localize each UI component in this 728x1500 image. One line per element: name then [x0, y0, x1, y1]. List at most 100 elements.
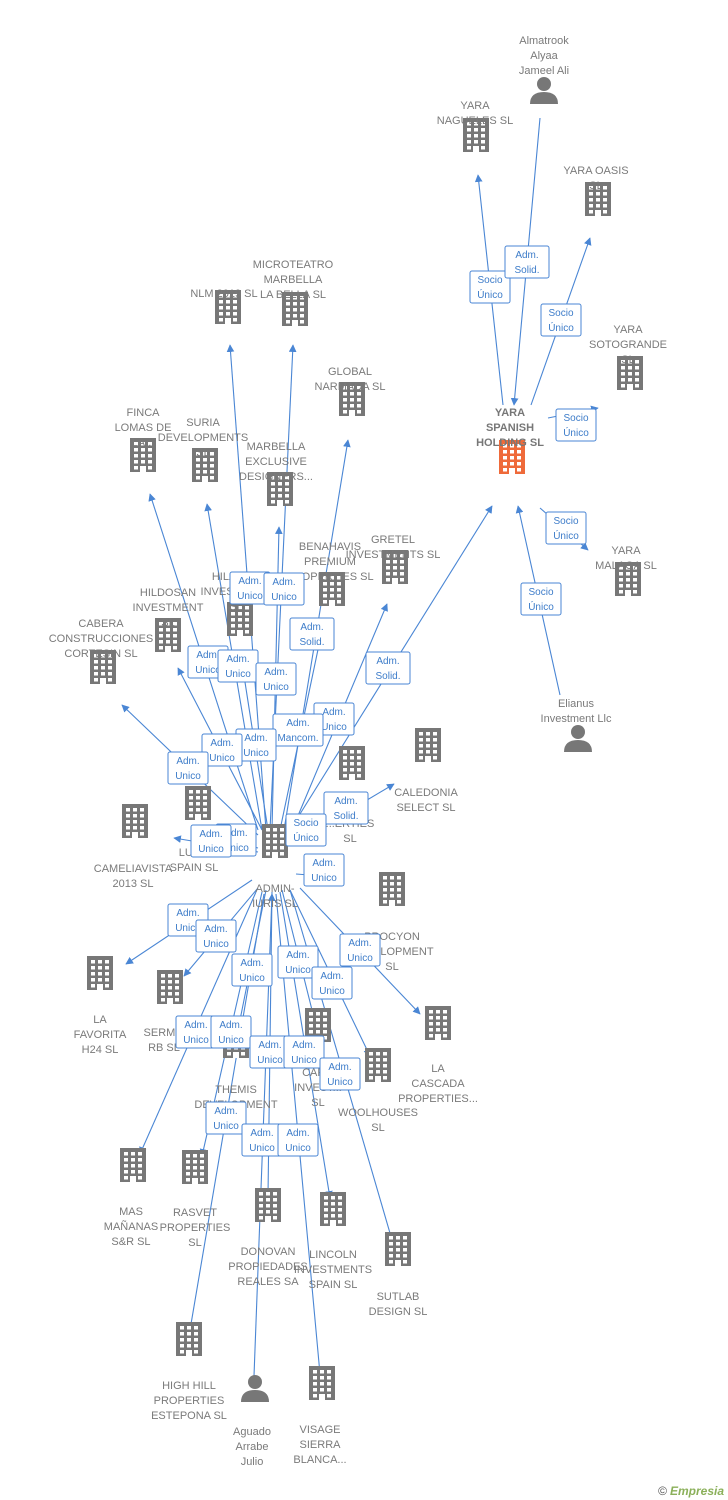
- edge-label[interactable]: Adm.Unico: [229, 571, 271, 605]
- node-admin-iuris[interactable]: ADMIN-IURIS SL: [252, 824, 298, 910]
- edge-label[interactable]: Adm. Unico: [283, 1035, 325, 1069]
- svg-text:Adm.: Adm.: [320, 971, 343, 982]
- building-icon: [176, 1322, 202, 1356]
- building-icon: [157, 970, 183, 1004]
- building-icon: [385, 1232, 411, 1266]
- building-icon: [120, 1148, 146, 1182]
- edge-label[interactable]: Adm.Unico: [231, 953, 273, 987]
- edge-label[interactable]: Adm.Unico: [190, 824, 232, 858]
- svg-text:Unico: Unico: [347, 953, 373, 964]
- edge-label[interactable]: Adm.Solid.: [504, 245, 550, 279]
- edge-label[interactable]: Adm.Unico: [277, 945, 319, 979]
- edge-label[interactable]: Adm.Unico: [311, 966, 353, 1000]
- edge-label[interactable]: Adm.Unico: [217, 649, 259, 683]
- svg-text:Socio: Socio: [293, 818, 318, 829]
- svg-text:Unico: Unico: [213, 1121, 239, 1132]
- edge-label[interactable]: Adm.Solid.: [289, 617, 335, 651]
- svg-text:Unico: Unico: [183, 1035, 209, 1046]
- svg-text:Socio: Socio: [563, 413, 588, 424]
- building-icon: [262, 824, 288, 858]
- svg-text:Unico: Unico: [239, 973, 265, 984]
- edge-label[interactable]: Adm.Unico: [201, 733, 243, 767]
- svg-text:Adm.: Adm.: [292, 1040, 315, 1051]
- edge-label[interactable]: Adm.Unico: [339, 933, 381, 967]
- node-nlm2019[interactable]: NLM 2019 SL: [190, 288, 258, 324]
- svg-text:Adm.: Adm.: [334, 796, 357, 807]
- edge-label[interactable]: Adm.Unico: [210, 1015, 252, 1049]
- edge-label[interactable]: Adm.Unico: [195, 919, 237, 953]
- edge-label[interactable]: Adm.Unico: [241, 1123, 283, 1157]
- building-icon: [585, 182, 611, 216]
- edge-label[interactable]: Adm.Mancom.: [272, 713, 324, 747]
- building-icon: [87, 956, 113, 990]
- edge-label[interactable]: Adm.Unico: [255, 662, 297, 696]
- svg-text:Único: Único: [553, 529, 579, 542]
- edge-label[interactable]: Adm.Solid.: [323, 791, 369, 825]
- person-icon: [564, 725, 592, 752]
- edge-label[interactable]: Adm.Unico: [277, 1123, 319, 1157]
- svg-text:Adm.: Adm.: [224, 828, 247, 839]
- edge-label[interactable]: Adm.Unico: [319, 1057, 361, 1091]
- footer-brand: ©Empresia: [658, 1484, 724, 1498]
- edge-label[interactable]: Adm.Unico: [205, 1101, 247, 1135]
- svg-text:Adm.: Adm.: [210, 738, 233, 749]
- svg-text:Adm.: Adm.: [226, 654, 249, 665]
- edge-label[interactable]: Adm.Unico: [167, 751, 209, 785]
- svg-text:Unico: Unico: [321, 722, 347, 733]
- person-icon: [241, 1375, 269, 1402]
- edge-label[interactable]: Adm.Solid.: [365, 651, 411, 685]
- edge-label[interactable]: Adm.Unico: [175, 1015, 217, 1049]
- edge-label[interactable]: Adm.Unico: [313, 702, 355, 736]
- svg-text:Unico: Unico: [249, 1143, 275, 1154]
- building-icon: [309, 1366, 335, 1400]
- edge-label[interactable]: Adm.Unico: [303, 853, 345, 887]
- building-icon: [282, 292, 308, 326]
- svg-text:Unico: Unico: [237, 591, 263, 602]
- edge-label[interactable]: Adm.Unico: [263, 572, 305, 606]
- svg-text:Unico: Unico: [243, 748, 269, 759]
- node-serm-rb[interactable]: SERM...RB SL: [144, 970, 185, 1054]
- node-label: SERM...RB SL: [144, 1027, 185, 1054]
- building-icon: [379, 872, 405, 906]
- svg-text:Unico: Unico: [291, 1055, 317, 1066]
